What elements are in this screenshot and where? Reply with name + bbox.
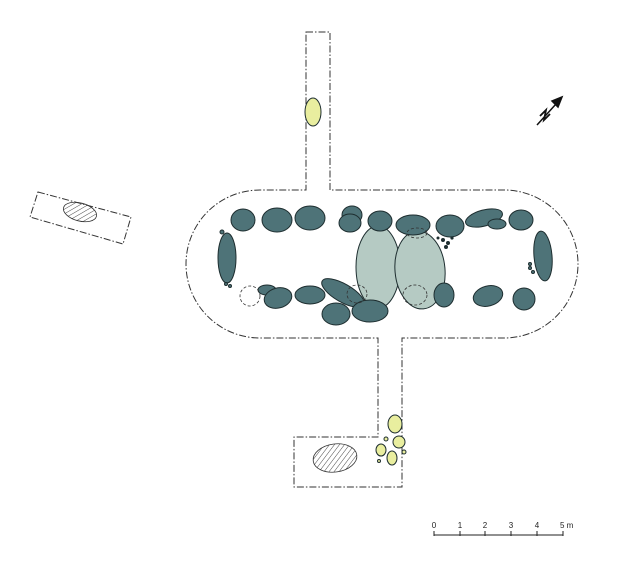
scale-tick-label: 0 xyxy=(432,521,437,530)
hatched-feature xyxy=(312,443,358,473)
missing-stones xyxy=(239,227,428,307)
north-arrow-icon xyxy=(536,95,564,126)
scale-tick-label: 3 xyxy=(509,521,514,530)
scale-tick-label: 2 xyxy=(483,521,488,530)
capstones xyxy=(355,225,446,310)
hatched-feature xyxy=(63,201,97,223)
yellow-stones xyxy=(304,97,407,466)
side-trench-outline xyxy=(29,191,132,245)
scale-tick-label: 5 m xyxy=(560,521,574,530)
excavation-outline xyxy=(185,31,579,488)
scale-bar xyxy=(433,531,564,536)
scale-tick-label: 1 xyxy=(458,521,463,530)
stones xyxy=(217,205,553,326)
scale-tick-label: 4 xyxy=(535,521,540,530)
rubble xyxy=(436,236,454,249)
